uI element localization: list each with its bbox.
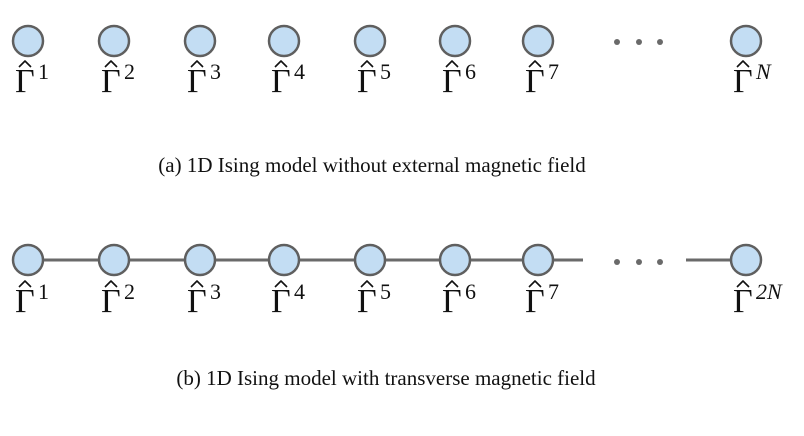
spin-node xyxy=(183,243,217,277)
hat-accent xyxy=(274,60,288,68)
spin-node xyxy=(729,24,763,58)
node-index-superscript: 1 xyxy=(38,279,49,304)
spin-node xyxy=(183,24,217,58)
ellipsis-dot xyxy=(636,39,642,45)
spin-node xyxy=(97,243,131,277)
spin-node xyxy=(438,24,472,58)
node-index-superscript: 3 xyxy=(210,59,221,84)
node-index-superscript: 4 xyxy=(294,279,305,304)
spin-node xyxy=(11,243,45,277)
spin-node xyxy=(438,243,472,277)
hat-accent xyxy=(104,280,118,288)
node-index-superscript: 6 xyxy=(465,59,476,84)
node-index-superscript: N xyxy=(755,59,772,84)
hat-accent xyxy=(104,60,118,68)
hat-accent xyxy=(360,280,374,288)
node-index-superscript: 2 xyxy=(124,59,135,84)
hat-accent xyxy=(18,60,32,68)
gamma-symbol: Γ xyxy=(357,63,377,100)
node-index-superscript: 6 xyxy=(465,279,476,304)
gamma-symbol: Γ xyxy=(187,63,207,100)
hat-accent xyxy=(190,60,204,68)
ellipsis-dot xyxy=(657,259,663,265)
gamma-symbol: Γ xyxy=(442,63,462,100)
panel-b-caption: (b) 1D Ising model with transverse magne… xyxy=(176,366,596,390)
gamma-symbol: Γ xyxy=(357,283,377,320)
node-index-superscript: 2N xyxy=(756,279,783,304)
hat-accent xyxy=(445,280,459,288)
node-index-superscript: 4 xyxy=(294,59,305,84)
ellipsis-dot xyxy=(614,259,620,265)
gamma-symbol: Γ xyxy=(101,283,121,320)
gamma-symbol: Γ xyxy=(15,283,35,320)
gamma-symbol: Γ xyxy=(187,283,207,320)
gamma-symbol: Γ xyxy=(733,283,753,320)
hat-accent xyxy=(528,280,542,288)
hat-accent xyxy=(736,60,750,68)
node-index-superscript: 2 xyxy=(124,279,135,304)
gamma-symbol: Γ xyxy=(15,63,35,100)
ellipsis-dot xyxy=(636,259,642,265)
spin-node xyxy=(729,243,763,277)
spin-node xyxy=(267,243,301,277)
hat-accent xyxy=(528,60,542,68)
node-index-superscript: 1 xyxy=(38,59,49,84)
node-index-superscript: 5 xyxy=(380,279,391,304)
node-index-superscript: 5 xyxy=(380,59,391,84)
spin-node xyxy=(97,24,131,58)
ellipsis-dot xyxy=(657,39,663,45)
gamma-symbol: Γ xyxy=(101,63,121,100)
gamma-symbol: Γ xyxy=(525,63,545,100)
spin-node xyxy=(521,243,555,277)
spin-node xyxy=(353,24,387,58)
hat-accent xyxy=(18,280,32,288)
hat-accent xyxy=(360,60,374,68)
ellipsis-dot xyxy=(614,39,620,45)
gamma-symbol: Γ xyxy=(525,283,545,320)
gamma-symbol: Γ xyxy=(271,63,291,100)
hat-accent xyxy=(190,280,204,288)
panel-a-caption: (a) 1D Ising model without external magn… xyxy=(158,153,586,177)
spin-node xyxy=(521,24,555,58)
gamma-symbol: Γ xyxy=(733,63,753,100)
spin-node xyxy=(267,24,301,58)
hat-accent xyxy=(274,280,288,288)
gamma-symbol: Γ xyxy=(271,283,291,320)
node-index-superscript: 3 xyxy=(210,279,221,304)
node-index-superscript: 7 xyxy=(548,279,559,304)
spin-node xyxy=(353,243,387,277)
spin-node xyxy=(11,24,45,58)
gamma-symbol: Γ xyxy=(442,283,462,320)
hat-accent xyxy=(736,280,750,288)
node-index-superscript: 7 xyxy=(548,59,559,84)
hat-accent xyxy=(445,60,459,68)
